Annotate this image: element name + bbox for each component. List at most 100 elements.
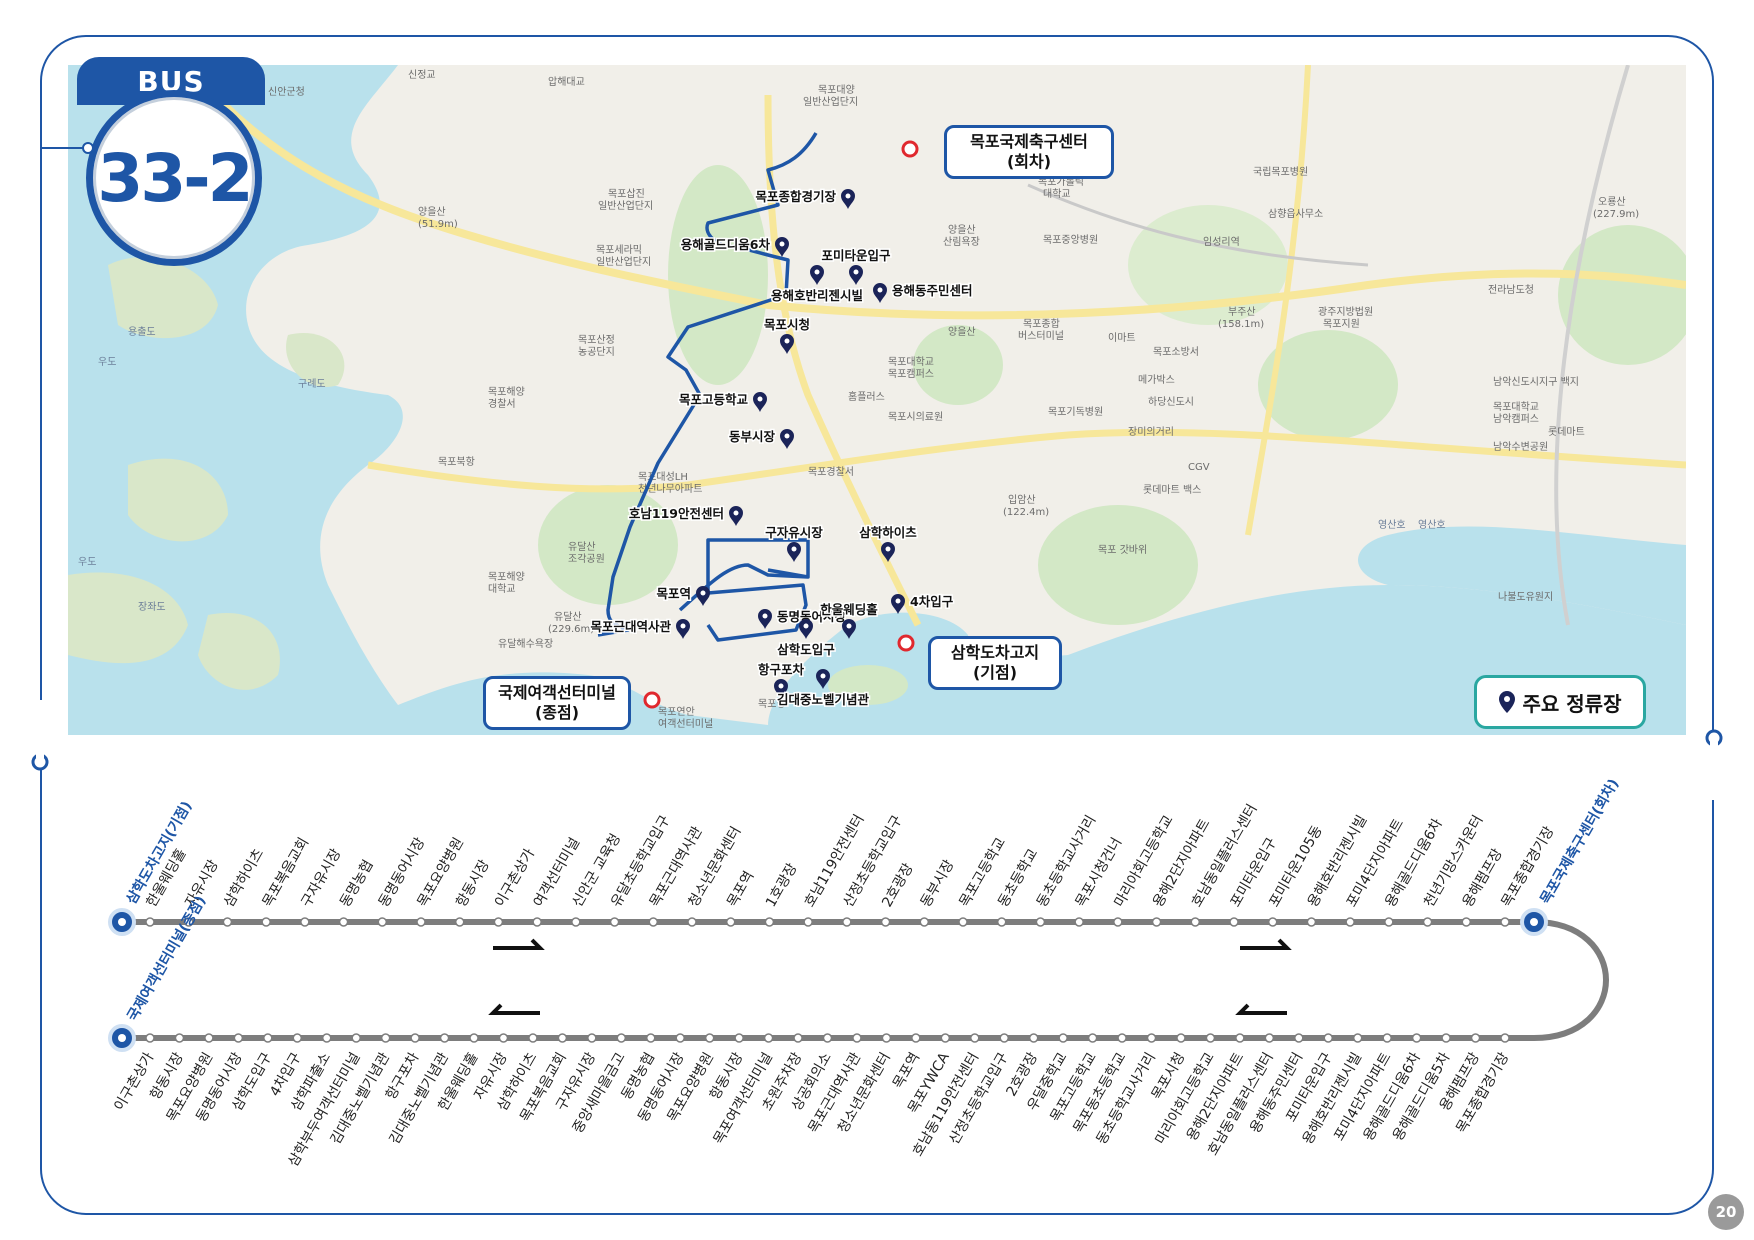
svg-text:유달해수욕장: 유달해수욕장 bbox=[498, 637, 553, 650]
callout-end[interactable]: 국제여객선터미널 (종점) bbox=[483, 676, 631, 730]
svg-text:남악캠퍼스: 남악캠퍼스 bbox=[1493, 413, 1539, 425]
island-5 bbox=[286, 333, 345, 387]
map-stop-pin[interactable] bbox=[774, 679, 788, 699]
svg-text:목포지원: 목포지원 bbox=[1323, 318, 1360, 330]
map-stop-label: 목포종합경기장 bbox=[755, 189, 836, 204]
map-stop-pin[interactable] bbox=[696, 586, 710, 606]
svg-text:조각공원: 조각공원 bbox=[568, 553, 605, 565]
map-stop-pin[interactable] bbox=[758, 609, 772, 629]
svg-text:목포캠퍼스: 목포캠퍼스 bbox=[888, 368, 934, 380]
svg-text:목포북항: 목포북항 bbox=[438, 456, 475, 468]
svg-text:남악수변공원: 남악수변공원 bbox=[1493, 441, 1548, 453]
island-3 bbox=[68, 572, 188, 664]
map-stop-pin[interactable] bbox=[780, 334, 794, 354]
svg-text:목포중앙병원: 목포중앙병원 bbox=[1043, 234, 1098, 246]
route-map[interactable]: 신안군청 신정교 압해대교 목포대양 일반산업단지 목포삽진 일반산업단지 목포… bbox=[68, 65, 1686, 735]
map-stop-pin[interactable] bbox=[881, 542, 895, 562]
svg-text:산림욕장: 산림욕장 bbox=[943, 236, 980, 248]
svg-text:목포삽진: 목포삽진 bbox=[608, 188, 645, 200]
callout-end-line1: 국제여객선터미널 bbox=[498, 683, 616, 702]
svg-text:남악신도시지구 백지: 남악신도시지구 백지 bbox=[1493, 376, 1579, 388]
svg-text:(158.1m): (158.1m) bbox=[1218, 319, 1264, 330]
map-stop-pin[interactable] bbox=[729, 506, 743, 526]
svg-text:입암산: 입암산 bbox=[1008, 493, 1036, 506]
svg-text:광주지방법원: 광주지방법원 bbox=[1318, 306, 1373, 318]
svg-text:CGV: CGV bbox=[1188, 462, 1210, 473]
route-number: 33-2 bbox=[97, 139, 253, 217]
terminal-marker[interactable] bbox=[643, 691, 661, 709]
map-stop-label: 김대중노벨기념관 bbox=[777, 692, 870, 707]
svg-text:목포산정: 목포산정 bbox=[578, 334, 615, 346]
map-stop-pin[interactable] bbox=[780, 429, 794, 449]
svg-text:일반산업단지: 일반산업단지 bbox=[598, 199, 653, 212]
page-frame bbox=[40, 35, 1714, 1215]
route-number-badge: 33-2 bbox=[86, 90, 262, 266]
svg-text:목포항: 목포항 bbox=[758, 698, 786, 710]
callout-start-line1: 삼학도차고지 bbox=[950, 643, 1040, 662]
callout-turnaround[interactable]: 목포국제축구센터 (회차) bbox=[944, 125, 1114, 179]
svg-text:양을산: 양을산 bbox=[948, 224, 976, 236]
svg-text:목포경찰서: 목포경찰서 bbox=[808, 465, 854, 478]
svg-text:버스터미널: 버스터미널 bbox=[1018, 330, 1064, 342]
terminal-marker[interactable] bbox=[897, 634, 915, 652]
svg-text:목포세라믹: 목포세라믹 bbox=[596, 244, 642, 256]
callout-start[interactable]: 삼학도차고지 (기점) bbox=[928, 636, 1062, 690]
svg-text:양을산: 양을산 bbox=[418, 206, 446, 218]
svg-text:임성리역: 임성리역 bbox=[1203, 235, 1240, 248]
map-stop-label: 호남119안전센터 bbox=[629, 506, 724, 521]
svg-text:목포시의료원: 목포시의료원 bbox=[888, 411, 943, 423]
svg-text:용출도: 용출도 bbox=[128, 326, 156, 338]
map-stop-pin[interactable] bbox=[799, 619, 813, 639]
svg-text:목포소방서: 목포소방서 bbox=[1153, 346, 1199, 358]
svg-text:홈플러스: 홈플러스 bbox=[848, 390, 885, 403]
map-stop-label: 동명동어시장 bbox=[777, 609, 847, 624]
svg-text:유달산: 유달산 bbox=[568, 541, 596, 553]
map-stop-pin[interactable] bbox=[891, 594, 905, 614]
map-stop-pin[interactable] bbox=[842, 619, 856, 639]
svg-text:목포종합: 목포종합 bbox=[1023, 318, 1060, 330]
map-stop-pin[interactable] bbox=[816, 669, 830, 689]
map-stop-pin[interactable] bbox=[753, 392, 767, 412]
map-stop-label: 목포시청 bbox=[764, 317, 810, 332]
terminal-marker[interactable] bbox=[901, 140, 919, 158]
map-stop-label: 용해동주민센터 bbox=[892, 283, 973, 298]
svg-text:나불도유원지: 나불도유원지 bbox=[1498, 591, 1553, 603]
map-stop-label: 용해호반리젠시빌 bbox=[771, 288, 863, 303]
map-stop-pin[interactable] bbox=[841, 189, 855, 209]
island-1 bbox=[108, 257, 218, 339]
island-4 bbox=[198, 613, 280, 690]
svg-text:일반산업단지: 일반산업단지 bbox=[596, 255, 651, 268]
map-stop-pin[interactable] bbox=[775, 237, 789, 257]
svg-text:우도: 우도 bbox=[98, 356, 116, 368]
map-stop-pin[interactable] bbox=[810, 265, 824, 285]
map-stop-label: 목포근대역사관 bbox=[590, 619, 671, 634]
map-stop-label: 한울웨딩홀 bbox=[820, 602, 878, 617]
map-stop-pin[interactable] bbox=[787, 542, 801, 562]
svg-text:삼향읍사무소: 삼향읍사무소 bbox=[1268, 208, 1323, 220]
svg-text:유달산: 유달산 bbox=[554, 611, 582, 623]
svg-text:대학교: 대학교 bbox=[1043, 188, 1071, 200]
svg-text:신정교: 신정교 bbox=[408, 69, 436, 81]
map-legend: 주요 정류장 bbox=[1474, 675, 1646, 729]
lake-east bbox=[1358, 526, 1686, 625]
map-stop-pin[interactable] bbox=[849, 265, 863, 285]
svg-text:여객선터미널: 여객선터미널 bbox=[658, 718, 713, 730]
svg-text:목포기독병원: 목포기독병원 bbox=[1048, 406, 1103, 418]
page-number: 20 bbox=[1708, 1194, 1744, 1230]
map-stop-pin[interactable] bbox=[676, 619, 690, 639]
svg-text:(51.9m): (51.9m) bbox=[418, 219, 458, 230]
svg-text:양을산: 양을산 bbox=[948, 326, 976, 338]
svg-text:목포대학교: 목포대학교 bbox=[1493, 401, 1539, 413]
svg-text:장미의거리: 장미의거리 bbox=[1128, 426, 1174, 438]
svg-text:목포연안: 목포연안 bbox=[658, 706, 695, 718]
map-stop-label: 목포역 bbox=[656, 586, 691, 601]
svg-text:(229.6m): (229.6m) bbox=[548, 624, 594, 635]
island-2 bbox=[128, 458, 228, 542]
map-stop-label: 목포고등학교 bbox=[679, 392, 749, 407]
map-stop-pin[interactable] bbox=[873, 283, 887, 303]
svg-text:목포가톨릭: 목포가톨릭 bbox=[1038, 176, 1084, 188]
svg-text:목포해양: 목포해양 bbox=[488, 385, 525, 398]
svg-text:대학교: 대학교 bbox=[488, 583, 516, 595]
map-stop-label: 4차입구 bbox=[910, 594, 954, 609]
